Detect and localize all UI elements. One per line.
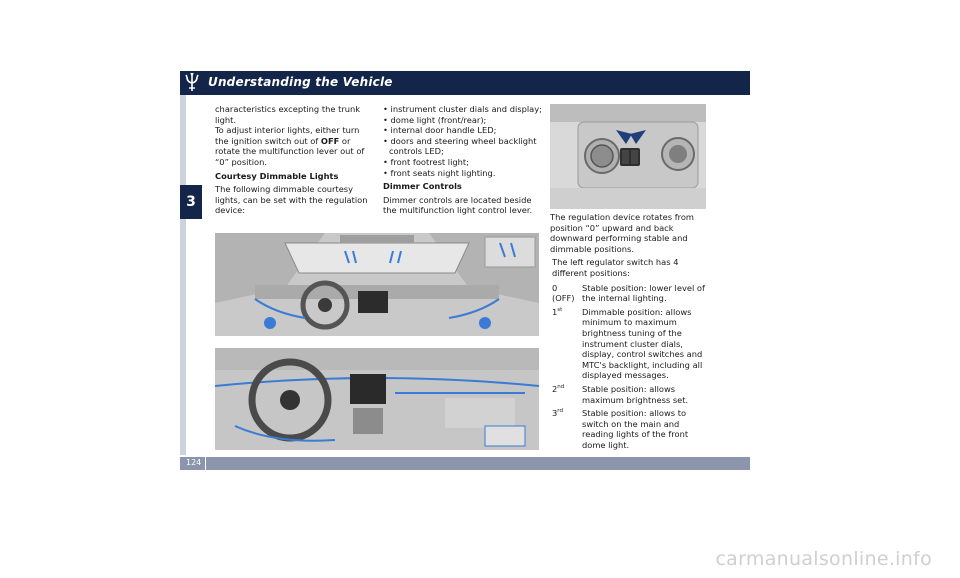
subheading-courtesy-label: Courtesy Dimmable Lights	[215, 170, 339, 181]
cabin-overview-photo	[215, 233, 539, 336]
text-column-3: The regulation device rotates from posit…	[550, 212, 710, 453]
position-desc: Stable position: allows maximum brightne…	[582, 383, 689, 405]
paragraph-regulator: The left regulator switch has 4 differen…	[552, 257, 679, 278]
position-key-sup: st	[557, 306, 563, 313]
chapter-tab: 3	[180, 185, 202, 219]
trident-icon	[182, 72, 202, 93]
subheading-dimmer: Dimmer Controls	[383, 181, 543, 192]
position-key-num: 1	[552, 306, 558, 317]
subheading-courtesy: Courtesy Dimmable Lights	[215, 171, 375, 182]
position-key: 1st	[552, 307, 582, 381]
positions-table: 0 (OFF) Stable position: lower level of …	[550, 283, 710, 451]
table-row: 3rd Stable position: allows to switch on…	[552, 408, 710, 450]
paragraph-courtesy: The following dimmable courtesy lights, …	[215, 184, 368, 216]
position-key-num: 2	[552, 383, 558, 394]
position-desc: Dimmable position: allows minimum to max…	[582, 306, 703, 381]
text-column-2: • instrument cluster dials and display; …	[383, 104, 543, 216]
paragraph-dimmer: Dimmer controls are located beside the m…	[383, 194, 533, 216]
table-row: 2nd Stable position: allows maximum brig…	[552, 384, 710, 405]
position-key-sup: rd	[557, 408, 563, 415]
dimmer-controls-photo	[550, 104, 706, 209]
page-number: 124	[186, 458, 202, 467]
position-key-sup: nd	[557, 384, 565, 391]
list-item: • instrument cluster dials and display;	[383, 104, 542, 114]
footer-bar	[180, 457, 750, 470]
table-row: 1st Dimmable position: allows minimum to…	[552, 307, 710, 381]
dashboard-photo	[215, 348, 539, 450]
list-item: • doors and steering wheel backlight con…	[383, 135, 537, 157]
side-strip	[180, 95, 186, 455]
paragraph-adjust: To adjust interior lights, either turn t…	[215, 125, 375, 167]
list-item: • dome light (front/rear);	[383, 114, 487, 125]
list-item: • front footrest light;	[383, 156, 469, 167]
subheading-dimmer-label: Dimmer Controls	[383, 181, 462, 192]
adjust-text: To adjust interior lights, either turn t…	[215, 125, 360, 146]
off-keyword: OFF	[320, 135, 340, 146]
site-watermark: carmanualsonline.info	[715, 548, 932, 570]
position-key: 0 (OFF)	[552, 282, 575, 304]
position-key-num: 3	[552, 408, 558, 419]
list-item: • front seats night lighting.	[383, 167, 496, 178]
paragraph-intro: characteristics excepting the trunk ligh…	[215, 104, 361, 125]
table-row: 0 (OFF) Stable position: lower level of …	[552, 283, 710, 304]
section-title: Understanding the Vehicle	[208, 75, 393, 89]
position-desc: Stable position: lower level of the inte…	[582, 282, 705, 304]
section-header	[180, 71, 750, 95]
footer-divider	[205, 457, 206, 470]
position-key: 2nd	[552, 384, 582, 405]
paragraph-regulation: The regulation device rotates from posit…	[550, 212, 695, 254]
adjust-text-end: or rotate the multifunction lever out of…	[215, 135, 365, 167]
text-column-1: characteristics excepting the trunk ligh…	[215, 104, 375, 216]
position-desc: Stable position: allows to switch on the…	[582, 408, 689, 450]
position-key: 3rd	[552, 408, 582, 450]
list-item: • internal door handle LED;	[383, 125, 497, 136]
